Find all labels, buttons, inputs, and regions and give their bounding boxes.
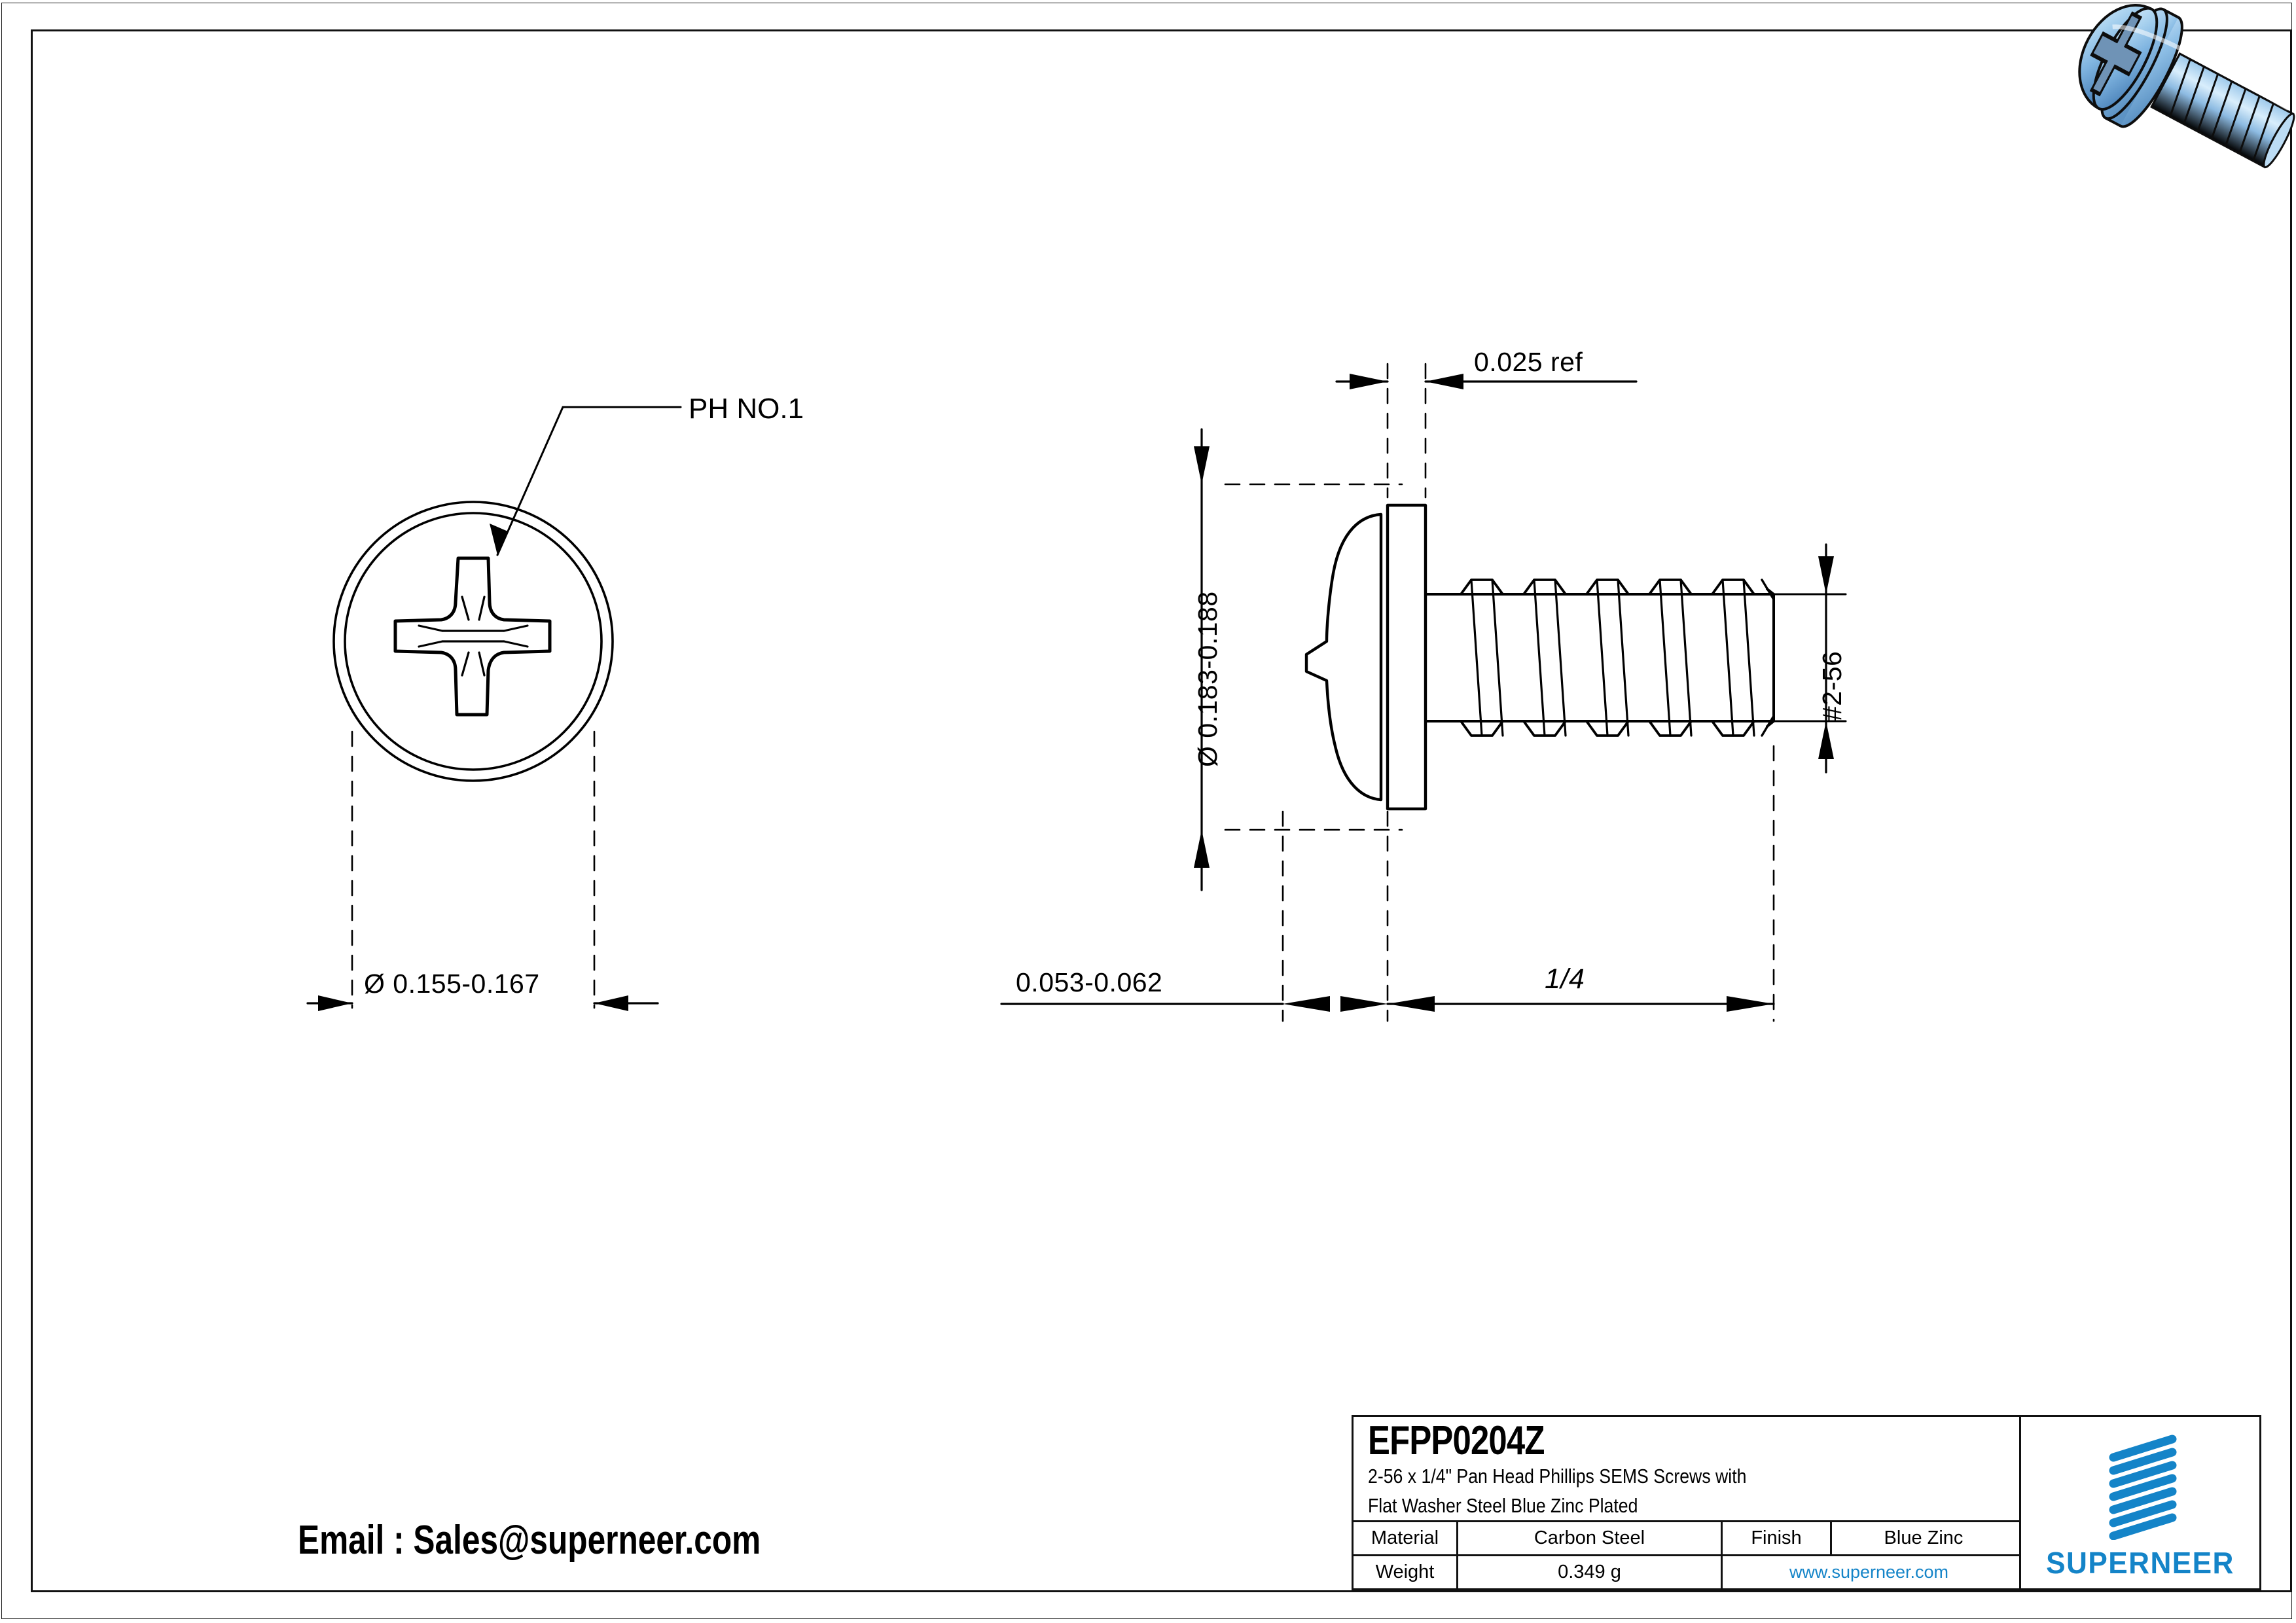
email-text: Email : Sales@superneer.com [298,1518,761,1563]
recess-callout-label: PH NO.1 [689,393,804,425]
weight-value: 0.349 g [1458,1556,1723,1588]
description-line-2: Flat Washer Steel Blue Zinc Plated [1368,1494,1638,1518]
material-row: Material Carbon Steel Finish Blue Zinc [1354,1520,2019,1554]
website-link[interactable]: www.superneer.com [1789,1562,1949,1582]
finish-label: Finish [1723,1522,1832,1554]
title-block-left: EFPP0204Z 2-56 x 1/4" Pan Head Phillips … [1354,1417,2021,1588]
washer-diameter-label: Ø 0.183-0.188 [1193,591,1223,767]
thread-spec-label: #2-56 [1817,651,1847,721]
material-label: Material [1354,1522,1458,1554]
weight-row: Weight 0.349 g www.superneer.com [1354,1554,2019,1588]
material-value: Carbon Steel [1458,1522,1723,1554]
title-block: EFPP0204Z 2-56 x 1/4" Pan Head Phillips … [1352,1415,2261,1590]
finish-value: Blue Zinc [1884,1527,1964,1548]
brand-wordmark: SUPERNEER [2046,1546,2234,1580]
superneer-logo-icon [2109,1435,2177,1540]
brand-cell: SUPERNEER [2021,1417,2259,1588]
title-block-description: EFPP0204Z 2-56 x 1/4" Pan Head Phillips … [1354,1417,2019,1520]
head-diameter-label: Ø 0.155-0.167 [364,969,540,999]
head-height-label: 0.053-0.062 [1016,967,1163,997]
sheet-inner-border [31,29,2292,1592]
weight-label: Weight [1354,1556,1458,1588]
screw-length-label: 1/4 [1545,963,1585,995]
washer-thickness-label: 0.025 ref [1474,347,1583,377]
description-line-1: 2-56 x 1/4" Pan Head Phillips SEMS Screw… [1368,1465,1747,1488]
part-number: EFPP0204Z [1368,1418,1545,1463]
